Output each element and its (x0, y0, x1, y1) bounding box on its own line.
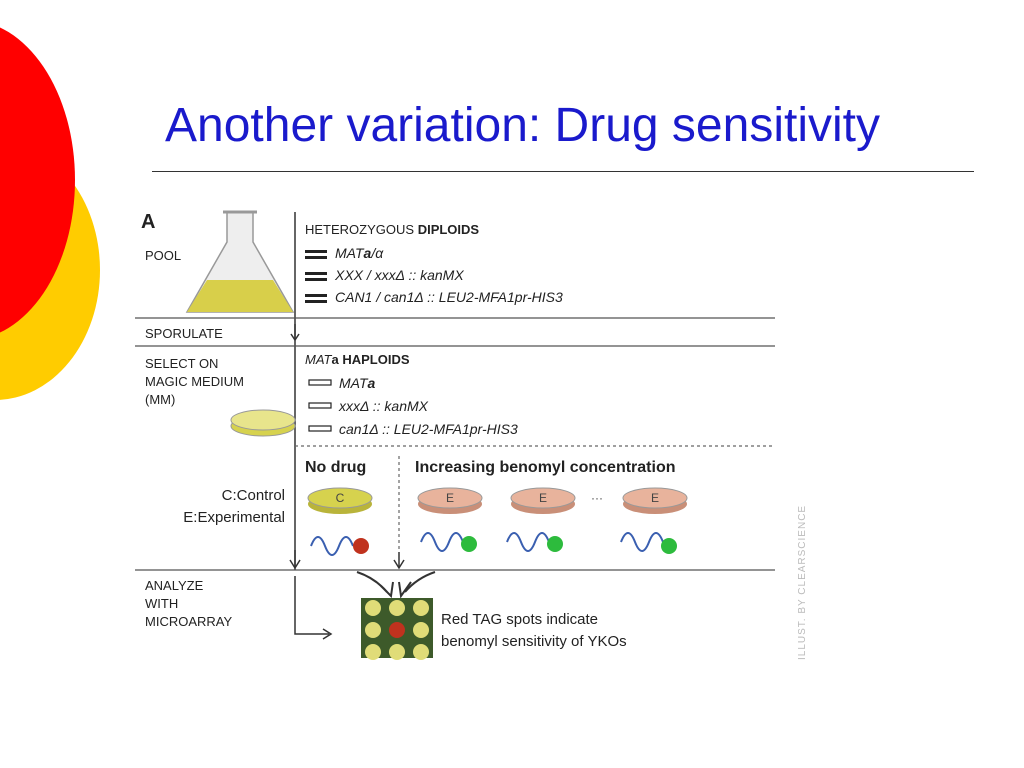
dna-tag-green-icon (506, 532, 563, 552)
diploid-gene-can1: CAN1 / can1Δ :: LEU2-MFA1pr-HIS3 (335, 289, 563, 305)
svg-text:E: E (539, 491, 547, 505)
illustration-credit: ILLUST. BY CLEARSCIENCE (797, 505, 808, 660)
control-plate: C (307, 487, 373, 514)
svg-text:E: E (446, 491, 454, 505)
no-drug-label: No drug (305, 459, 366, 476)
diploid-gene-xxx: XXX / xxxΔ :: kanMX (334, 267, 464, 283)
step-select-line1: SELECT ON (145, 356, 218, 371)
microarray-icon (361, 598, 433, 660)
ellipsis: ··· (591, 491, 603, 505)
step-analyze-line3: MICROARRAY (145, 614, 232, 629)
svg-text:C: C (336, 491, 345, 505)
step-select-line3: (MM) (145, 392, 175, 407)
increasing-benomyl-label: Increasing benomyl concentration (415, 459, 676, 476)
haploid-gene-mat: MATa (339, 375, 376, 391)
haploid-gene-xxx: xxxΔ :: kanMX (338, 398, 429, 414)
flask-icon (185, 210, 295, 313)
step-analyze-line2: WITH (145, 596, 178, 611)
step-sporulate: SPORULATE (145, 326, 223, 341)
haploid-chromosome-icon (308, 379, 332, 432)
step-select-line2: MAGIC MEDIUM (145, 374, 244, 389)
experimental-plate: E (510, 487, 576, 514)
pipeline-diagram: A POOL SPORULATE SELECT ON MAGIC MEDIUM … (135, 200, 815, 680)
title-underline (152, 171, 974, 172)
experimental-plate: E (417, 487, 483, 514)
result-note-line1: Red TAG spots indicate (441, 611, 598, 628)
petri-dish-icon (230, 409, 296, 437)
dna-tag-green-icon (620, 532, 677, 554)
right-arrow-icon (294, 576, 329, 635)
experimental-plate: E (622, 487, 688, 514)
chromosome-bars-icon (305, 250, 327, 303)
merge-arrow-icon (356, 571, 388, 593)
control-legend: C:Control (222, 487, 285, 504)
svg-text:E: E (651, 491, 659, 505)
diploid-gene-mat: MATa/α (335, 245, 384, 261)
step-pool: POOL (145, 248, 181, 263)
panel-letter: A (141, 211, 155, 233)
step-analyze-line1: ANALYZE (145, 578, 204, 593)
result-note-line2: benomyl sensitivity of YKOs (441, 633, 627, 650)
dna-tag-red-icon (310, 536, 369, 556)
flask-liquid (187, 280, 293, 312)
dna-tag-green-icon (420, 532, 477, 552)
haploid-gene-can1: can1Δ :: LEU2-MFA1pr-HIS3 (339, 421, 518, 437)
diploids-header: HETEROZYGOUS DIPLOIDS (305, 222, 479, 237)
experimental-legend: E:Experimental (183, 509, 285, 526)
slide-title: Another variation: Drug sensitivity (165, 99, 880, 152)
haploids-header: MATa HAPLOIDS (305, 352, 410, 367)
